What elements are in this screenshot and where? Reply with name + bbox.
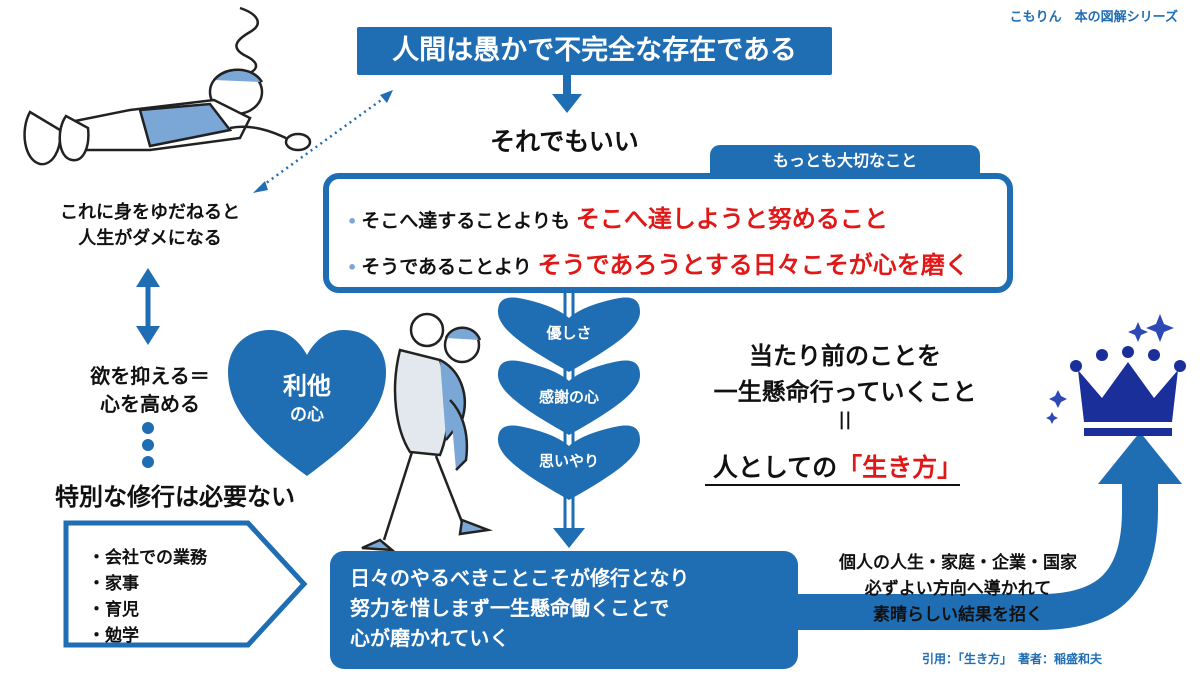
left-caption: これに身をゆだねると 人生がダメになる <box>30 200 270 252</box>
left-caption-line: 人生がダメになる <box>78 228 222 249</box>
list-item: ・勉学 <box>88 626 139 646</box>
tokubetsu-label: 特別な修行は必要ない <box>55 483 295 511</box>
bullet-dot: • <box>347 258 358 277</box>
bottom-box-line: 努力を惜しまず一生懸命働くことで <box>350 596 670 620</box>
heart-omoiyari <box>498 425 640 500</box>
list-item: ・会社での業務 <box>88 548 207 568</box>
ikikata-label: 人としての「生き方」 <box>705 448 970 484</box>
atarimae-text: 当たり前のことを 一生懸命行っていくこと || <box>660 338 1030 430</box>
bottom-box-line: 心が磨かれていく <box>350 626 510 650</box>
bottom-box-line: 日々のやるべきことこそが修行となり <box>350 566 690 590</box>
bullet-dot: • <box>347 212 358 231</box>
yoku-caption-line: 欲を抑える＝ <box>90 364 210 388</box>
left-caption-line: これに身をゆだねると <box>60 202 240 223</box>
ikikata-underline <box>705 484 960 486</box>
list-box-shape <box>63 520 308 648</box>
bottom-box: 日々のやるべきことこそが修行となり 努力を惜しまず一生懸命働くことで 心が磨かれ… <box>330 551 798 669</box>
title-box: 人間は愚かで不完全な存在である <box>357 27 832 75</box>
crown-icon <box>1070 346 1186 436</box>
sparkle-icon <box>1046 314 1174 424</box>
soredemo-label: それでもいい <box>490 127 639 156</box>
yoku-caption: 欲を抑える＝ 心を高める <box>60 362 240 418</box>
blue-dot <box>142 456 154 468</box>
rita-heart-sub: の心 <box>290 405 324 425</box>
kojin-line: 必ずよい方向へ導かれて <box>864 579 1052 599</box>
arrow-title-down <box>552 75 582 113</box>
statement-emphasis: そうであろうとする日々こそが心を磨く <box>537 251 969 279</box>
heart-kansha <box>498 360 640 435</box>
statement-emphasis: そこへ達しようと努めること <box>575 205 888 233</box>
heart-yasashisa <box>498 297 640 372</box>
kojin-line: 個人の人生・家庭・企業・国家 <box>839 553 1077 573</box>
statement-plain: そこへ達することよりも <box>361 210 570 232</box>
ikikata-emphasis: 「生き方」 <box>837 453 963 482</box>
blue-dot <box>142 422 154 434</box>
credit-label: こもりん 本の図解シリーズ <box>1009 10 1178 25</box>
left-double-arrow <box>136 268 160 345</box>
heart-label-omoiyari: 思いやり <box>538 452 599 470</box>
statement-plain: そうであることより <box>361 256 532 278</box>
dotted-arrow <box>253 90 393 193</box>
atarimae-line: 一生懸命行っていくこと <box>713 378 977 406</box>
blue-dot <box>142 439 154 451</box>
citation-label: 引用：「生き方」 著者：稲盛和夫 <box>922 652 1103 666</box>
list-item: ・育児 <box>88 600 139 620</box>
heart-label-yasashisa: 優しさ <box>546 324 592 342</box>
heart-rita <box>228 330 386 476</box>
kojin-text: 個人の人生・家庭・企業・国家 必ずよい方向へ導かれて 素晴らしい結果を招く <box>808 550 1108 628</box>
lying-person-illustration <box>23 6 312 166</box>
kojin-line: 素晴らしい結果を招く <box>873 605 1043 625</box>
statement-row: •そこへ達することよりもそこへ達しようと努めること <box>347 199 888 234</box>
main-statement-box: •そこへ達することよりもそこへ達しようと努めること •そうであることよりそうであ… <box>323 173 1013 293</box>
piggyback-illustration <box>361 312 493 552</box>
heart-label-kansha: 感謝の心 <box>538 388 599 406</box>
rita-heart-title: 利他 <box>283 372 331 400</box>
equals-mark: || <box>838 409 852 430</box>
statement-row: •そうであることよりそうであろうとする日々こそが心を磨く <box>347 245 969 280</box>
curved-arrow-to-crown <box>798 432 1182 630</box>
atarimae-line: 当たり前のことを <box>749 342 941 370</box>
list-item: ・家事 <box>88 574 139 594</box>
ikikata-plain: 人としての <box>712 453 838 482</box>
yoku-caption-line: 心を高める <box>100 392 200 416</box>
